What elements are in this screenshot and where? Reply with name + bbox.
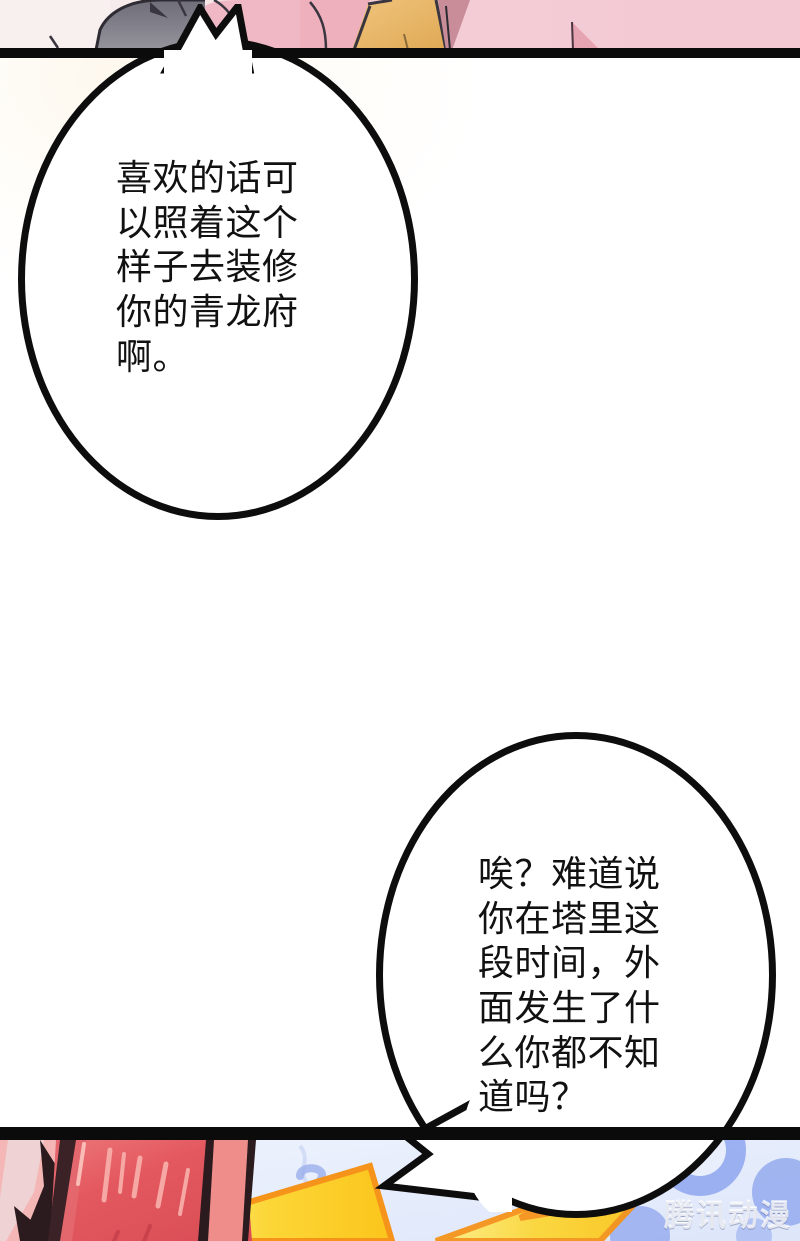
- speech-bubble-1: [18, 38, 418, 520]
- speech-bubble-1-tail: [160, 4, 255, 74]
- top-panel-art-svg: [0, 0, 800, 50]
- watermark-text: 腾讯动漫: [664, 1200, 792, 1233]
- panel-divider-bottom: [0, 1127, 800, 1140]
- speech-bubble-1-text: 喜欢的话可 以照着这个 样子去装修 你的青龙府 啊。: [116, 157, 299, 377]
- panel-divider-top: [0, 48, 800, 58]
- speech-bubble-2-tail: [374, 1082, 512, 1212]
- top-panel-artwork: [0, 0, 800, 50]
- speech-bubble-2-text: 唉？难道说 你在塔里这 段时间，外 面发生了什 么你都不知 道吗？: [478, 853, 661, 1118]
